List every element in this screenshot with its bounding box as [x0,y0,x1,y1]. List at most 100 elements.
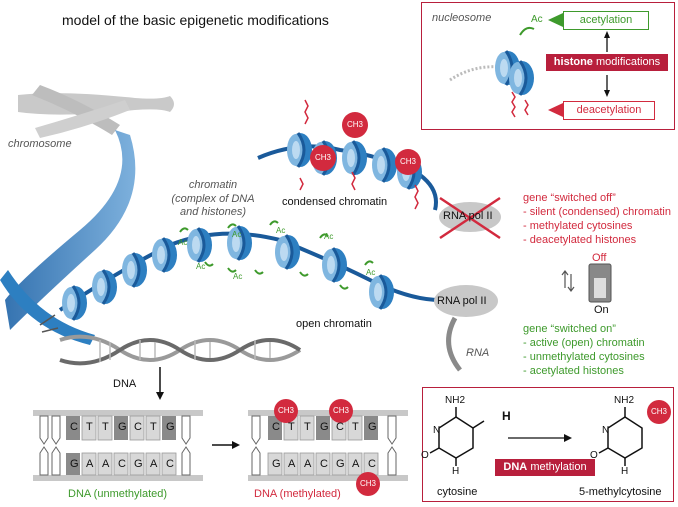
dna-base-top: G [118,421,127,433]
switch-off-label: Off [592,252,607,264]
chromatin-label: chromatin [188,179,238,191]
chromosome-shape [18,85,174,138]
dna-base-bottom: A [288,458,296,470]
dna-strand-methylated [248,399,408,496]
histone-modifications-box [421,2,675,130]
nh2-label: NH2 [614,395,635,406]
dna-base-bottom: A [304,458,312,470]
dna-base-bottom: G [272,458,281,470]
n-label: N [602,425,610,436]
dna-base-top: T [304,421,311,433]
gene-on-heading: gene “switched on” [523,323,616,335]
modifications-text: modifications [595,56,661,68]
switch-on-label: On [594,304,609,316]
acetylation-tag: acetylation [563,11,649,30]
gene-on-item: - acetylated histones [523,365,624,377]
ch3-label-2: CH3 [315,153,332,162]
methylcytosine-structure [598,407,643,466]
dna-base-top: G [166,421,175,433]
ac-label: Ac [324,232,334,241]
dna-methylated-label: DNA (methylated) [254,488,341,500]
nucleosome-graphic [449,26,536,118]
dna-methylation-tag: DNA methylation [495,459,595,476]
methylcytosine-label: 5-methylcytosine [579,486,662,498]
dna-base-top: T [150,421,157,433]
ac-label: Ac [196,262,206,271]
nh2-label: NH2 [445,395,466,406]
gene-on-item: - unmethylated cytosines [523,351,645,363]
dna-unmethylated-label: DNA (unmethylated) [68,488,168,500]
dna-base-bottom: G [134,458,143,470]
nucleosome-label: nucleosome [432,12,492,24]
dna-base-bottom: C [166,458,174,470]
ch3-label-1: CH3 [347,120,364,129]
methylation-text: methylation [530,461,587,473]
gene-off-item: - methylated cytosines [523,220,633,232]
gene-on-item: - active (open) chromatin [523,337,645,349]
dna-base-bottom: C [368,458,376,470]
dna-helix [39,314,302,366]
gene-switch [561,263,612,303]
dna-base-bottom: C [118,458,126,470]
ch3-label-dna: CH3 [360,479,377,488]
histone-bold: histone [553,56,593,68]
ac-label: Ac [276,226,286,235]
dna-base-top: T [352,421,359,433]
chromosome-label: chromosome [8,138,72,150]
dna-strand-unmethylated [33,410,203,481]
gene-off-item: - deacetylated histones [523,234,637,246]
rna-pol-off-label: RNA pol II [443,210,493,222]
dna-base-top: C [272,421,280,433]
dna-base-top: T [288,421,295,433]
dna-base-bottom: A [86,458,94,470]
dna-base-top: C [336,421,344,433]
gene-off-heading: gene “switched off” [523,192,616,204]
dna-base-bottom: C [320,458,328,470]
dna-base-bottom: G [336,458,345,470]
dna-base-top: T [86,421,93,433]
dna-base-bottom: A [150,458,158,470]
dna-base-top: C [70,421,78,433]
deacetylation-tag: deacetylation [563,101,655,120]
ch3-label-dna: CH3 [278,406,295,415]
page-title: model of the basic epigenetic modificati… [62,12,329,28]
ch3-circles-chromatin [310,112,421,175]
dna-base-top: C [134,421,142,433]
open-nucleosomes [60,224,396,322]
ac-label: Ac [531,14,543,25]
ac-label: Ac [178,238,188,247]
n-label: N [433,425,441,436]
o-label: O [421,450,429,461]
histone-modifications-tag: histone modifications [546,54,668,71]
cytosine-label: cytosine [437,486,478,498]
condensed-chromatin-label: condensed chromatin [282,196,388,208]
h-label: H [502,409,511,423]
dna-base-top: G [320,421,329,433]
rna-pol-on-label: RNA pol II [437,295,487,307]
ac-label: Ac [232,230,242,239]
chromatin-ribbon [5,130,136,330]
dna-label: DNA [113,378,137,390]
ch3-label-molecule: CH3 [651,407,668,416]
dna-base-top: G [368,421,377,433]
dna-base-bottom: A [352,458,360,470]
rna-label: RNA [466,347,490,359]
nh-label: H [621,466,629,477]
dna-methylation-box [422,387,674,502]
chromatin-sub2: and histones) [179,206,247,218]
ch3-label-dna: CH3 [333,406,350,415]
dna-base-top: T [102,421,109,433]
cytosine-structure [429,407,485,466]
ac-label: Ac [233,272,243,281]
dna-base-bottom: G [70,458,79,470]
dna-base-bottom: A [102,458,110,470]
open-chromatin-label: open chromatin [296,318,372,330]
rna-pol-on-shape [434,285,498,317]
ch3-label-3: CH3 [400,157,417,166]
nh-label: H [452,466,460,477]
o-label: O [590,450,598,461]
gene-off-item: - silent (condensed) chromatin [523,206,671,218]
chromatin-sub1: (complex of DNA [171,193,255,205]
